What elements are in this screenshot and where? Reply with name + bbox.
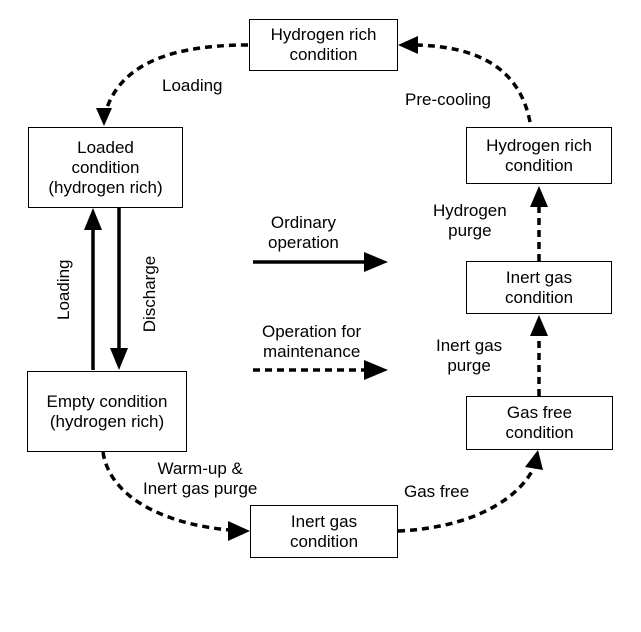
label-discharge-vertical: Discharge bbox=[140, 255, 159, 333]
label-gas-free: Gas free bbox=[404, 482, 470, 501]
node-text: (hydrogen rich) bbox=[48, 177, 163, 197]
label-line: purge bbox=[447, 356, 491, 375]
label-line: purge bbox=[448, 221, 492, 240]
arrowhead-loading-vertical bbox=[84, 208, 102, 230]
label-line: Ordinary bbox=[270, 213, 337, 232]
legend-dashed-arrowhead bbox=[364, 360, 388, 380]
label-inert-purge: Inert gas purge bbox=[436, 336, 502, 376]
node-text: Gas free bbox=[506, 403, 573, 422]
label-line: Operation for bbox=[262, 322, 362, 341]
node-text: condition bbox=[289, 531, 359, 551]
arrowhead-inert-purge bbox=[530, 315, 548, 336]
label-line: Hydrogen bbox=[433, 201, 507, 220]
node-text: Inert gas bbox=[505, 267, 573, 287]
node-text: condition bbox=[505, 423, 574, 442]
label-line: operation bbox=[268, 233, 339, 252]
node-text: Inert gas bbox=[290, 511, 358, 531]
label-pre-cooling: Pre-cooling bbox=[405, 90, 491, 109]
node-text: Hydrogen rich bbox=[486, 135, 592, 155]
label-warm-up: Warm-up & Inert gas purge bbox=[143, 459, 257, 499]
legend-ordinary-label: Ordinary operation bbox=[268, 213, 339, 253]
node-text: Hydrogen rich bbox=[270, 25, 377, 44]
label-line: Warm-up & bbox=[157, 459, 243, 478]
legend-maintenance-label: Operation for maintenance bbox=[262, 322, 361, 362]
arrow-warm-up bbox=[101, 451, 231, 532]
node-text: Loaded bbox=[77, 137, 134, 157]
label-line: maintenance bbox=[262, 342, 361, 361]
arrowhead-discharge-vertical bbox=[110, 348, 128, 370]
label-hydrogen-purge: Hydrogen purge bbox=[433, 201, 507, 241]
label-line: Inert gas bbox=[436, 336, 503, 355]
node-text: (hydrogen rich) bbox=[49, 411, 165, 431]
node-text: condition bbox=[289, 45, 358, 64]
arrow-loading-top bbox=[102, 43, 249, 119]
node-text: condition bbox=[71, 157, 140, 177]
label-loading-top: Loading bbox=[162, 76, 223, 95]
arrowhead-pre-cooling bbox=[398, 36, 418, 54]
node-empty-condition: Empty condition(hydrogen rich) bbox=[27, 371, 187, 452]
arrow-pre-cooling bbox=[409, 43, 532, 123]
node-text: Empty condition bbox=[46, 391, 168, 411]
arrow-gas-free bbox=[397, 464, 537, 533]
arrowhead-loading-top bbox=[96, 108, 112, 126]
arrowhead-gas-free bbox=[525, 450, 543, 470]
label-loading-vertical: Loading bbox=[54, 259, 73, 320]
node-text: condition bbox=[504, 287, 574, 307]
arrowhead-hydrogen-purge bbox=[530, 186, 548, 207]
node-text: condition bbox=[504, 155, 574, 175]
legend-solid-arrowhead bbox=[364, 252, 388, 272]
label-line: Inert gas purge bbox=[143, 479, 258, 498]
arrowhead-warm-up bbox=[228, 521, 250, 541]
